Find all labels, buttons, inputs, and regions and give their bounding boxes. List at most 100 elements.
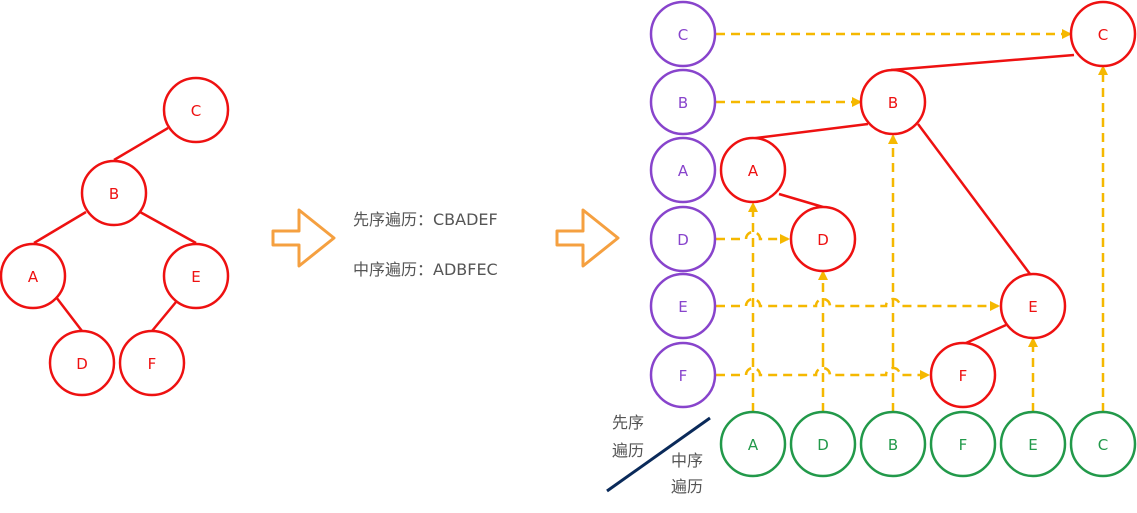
node-circle [859,68,927,136]
node-label: F [148,355,157,373]
node-label: E [1028,436,1037,454]
preorder-node-f: F [649,341,717,409]
node-circle [789,205,857,273]
preorder-axis-label-line1: 先序 [612,413,644,432]
node-label: F [959,436,968,454]
node-label: D [817,231,829,249]
left-tree-node-d: D [48,329,116,397]
edge-a-d [55,296,83,332]
right-arrow-icon [555,208,620,268]
guide-lines [716,29,1108,412]
node-circle [999,272,1067,340]
node-circle [789,410,857,478]
left-tree-node-e: E [162,242,230,310]
right-arrow-icon [271,208,336,268]
edge-b-a [747,122,869,141]
right-tree-node-b: B [859,68,927,136]
edge-b-e [139,210,197,245]
inorder-label: 中序遍历：ADBFEC [353,260,498,279]
inorder-node-a: A [719,410,787,478]
left-tree-node-a: A [0,242,67,310]
node-circle [0,242,67,310]
left-tree-node-f: F [118,329,186,397]
axis-corner: 先序 遍历 中序 遍历 [606,413,711,496]
preorder-node-b: B [649,68,717,136]
right-tree-edges [747,53,1075,345]
node-label: E [191,268,200,286]
edge-b-a [33,210,87,245]
node-circle [719,136,787,204]
edge-c-b [113,126,169,162]
node-circle [1069,0,1137,68]
node-circle [719,410,787,478]
node-label: C [1098,26,1108,44]
node-circle [649,136,717,204]
node-label: A [28,268,39,286]
node-circle [929,410,997,478]
node-circle [649,272,717,340]
node-circle [48,329,116,397]
inorder-node-d: D [789,410,857,478]
left-tree: C B A E D F [0,76,230,397]
node-circle [999,410,1067,478]
node-label: D [817,436,829,454]
node-label: B [888,436,898,454]
node-circle [118,329,186,397]
node-label: B [109,185,119,203]
node-circle [649,341,717,409]
node-label: F [959,367,968,385]
edge-b-e [916,123,1032,275]
preorder-node-d: D [649,205,717,273]
node-label: A [678,162,689,180]
inorder-node-f: F [929,410,997,478]
edge-a-d [778,192,824,209]
guide-row-f [716,366,930,380]
edge-e-f [965,323,1007,345]
left-tree-edges [33,126,197,332]
inorder-node-b: B [859,410,927,478]
left-tree-node-b: B [80,159,148,227]
node-label: A [748,162,759,180]
node-label: C [191,102,201,120]
inorder-axis-label-line2: 遍历 [671,477,703,496]
inorder-row: A D B F E C [719,410,1137,478]
preorder-label: 先序遍历：CBADEF [353,210,498,229]
node-label: B [678,94,688,112]
node-circle [929,341,997,409]
preorder-axis-label-line2: 遍历 [612,441,644,460]
right-tree-node-c: C [1069,0,1137,68]
inorder-node-e: E [999,410,1067,478]
corner-divider [606,416,711,493]
preorder-column: C B A D E F [649,0,717,409]
node-label: A [748,436,759,454]
node-label: F [679,367,688,385]
node-circle [80,159,148,227]
right-tree-node-e: E [999,272,1067,340]
node-label: B [888,94,898,112]
right-tree-node-d: D [789,205,857,273]
edge-e-f [151,301,177,332]
node-circle [649,0,717,68]
right-tree-node-a: A [719,136,787,204]
node-label: C [1098,436,1108,454]
node-label: D [677,231,689,249]
node-circle [649,68,717,136]
node-label: E [1028,298,1037,316]
node-circle [649,205,717,273]
node-circle [1069,410,1137,478]
guide-row-e [716,297,1000,311]
preorder-node-a: A [649,136,717,204]
inorder-axis-label-line1: 中序 [671,451,703,470]
left-tree-node-c: C [162,76,230,144]
inorder-node-c: C [1069,410,1137,478]
right-tree: C B A D E F [719,0,1137,409]
node-label: E [678,298,687,316]
node-label: C [678,26,688,44]
preorder-node-e: E [649,272,717,340]
guide-row-d [716,230,790,244]
right-tree-node-f: F [929,341,997,409]
node-circle [859,410,927,478]
preorder-node-c: C [649,0,717,68]
node-circle [162,242,230,310]
